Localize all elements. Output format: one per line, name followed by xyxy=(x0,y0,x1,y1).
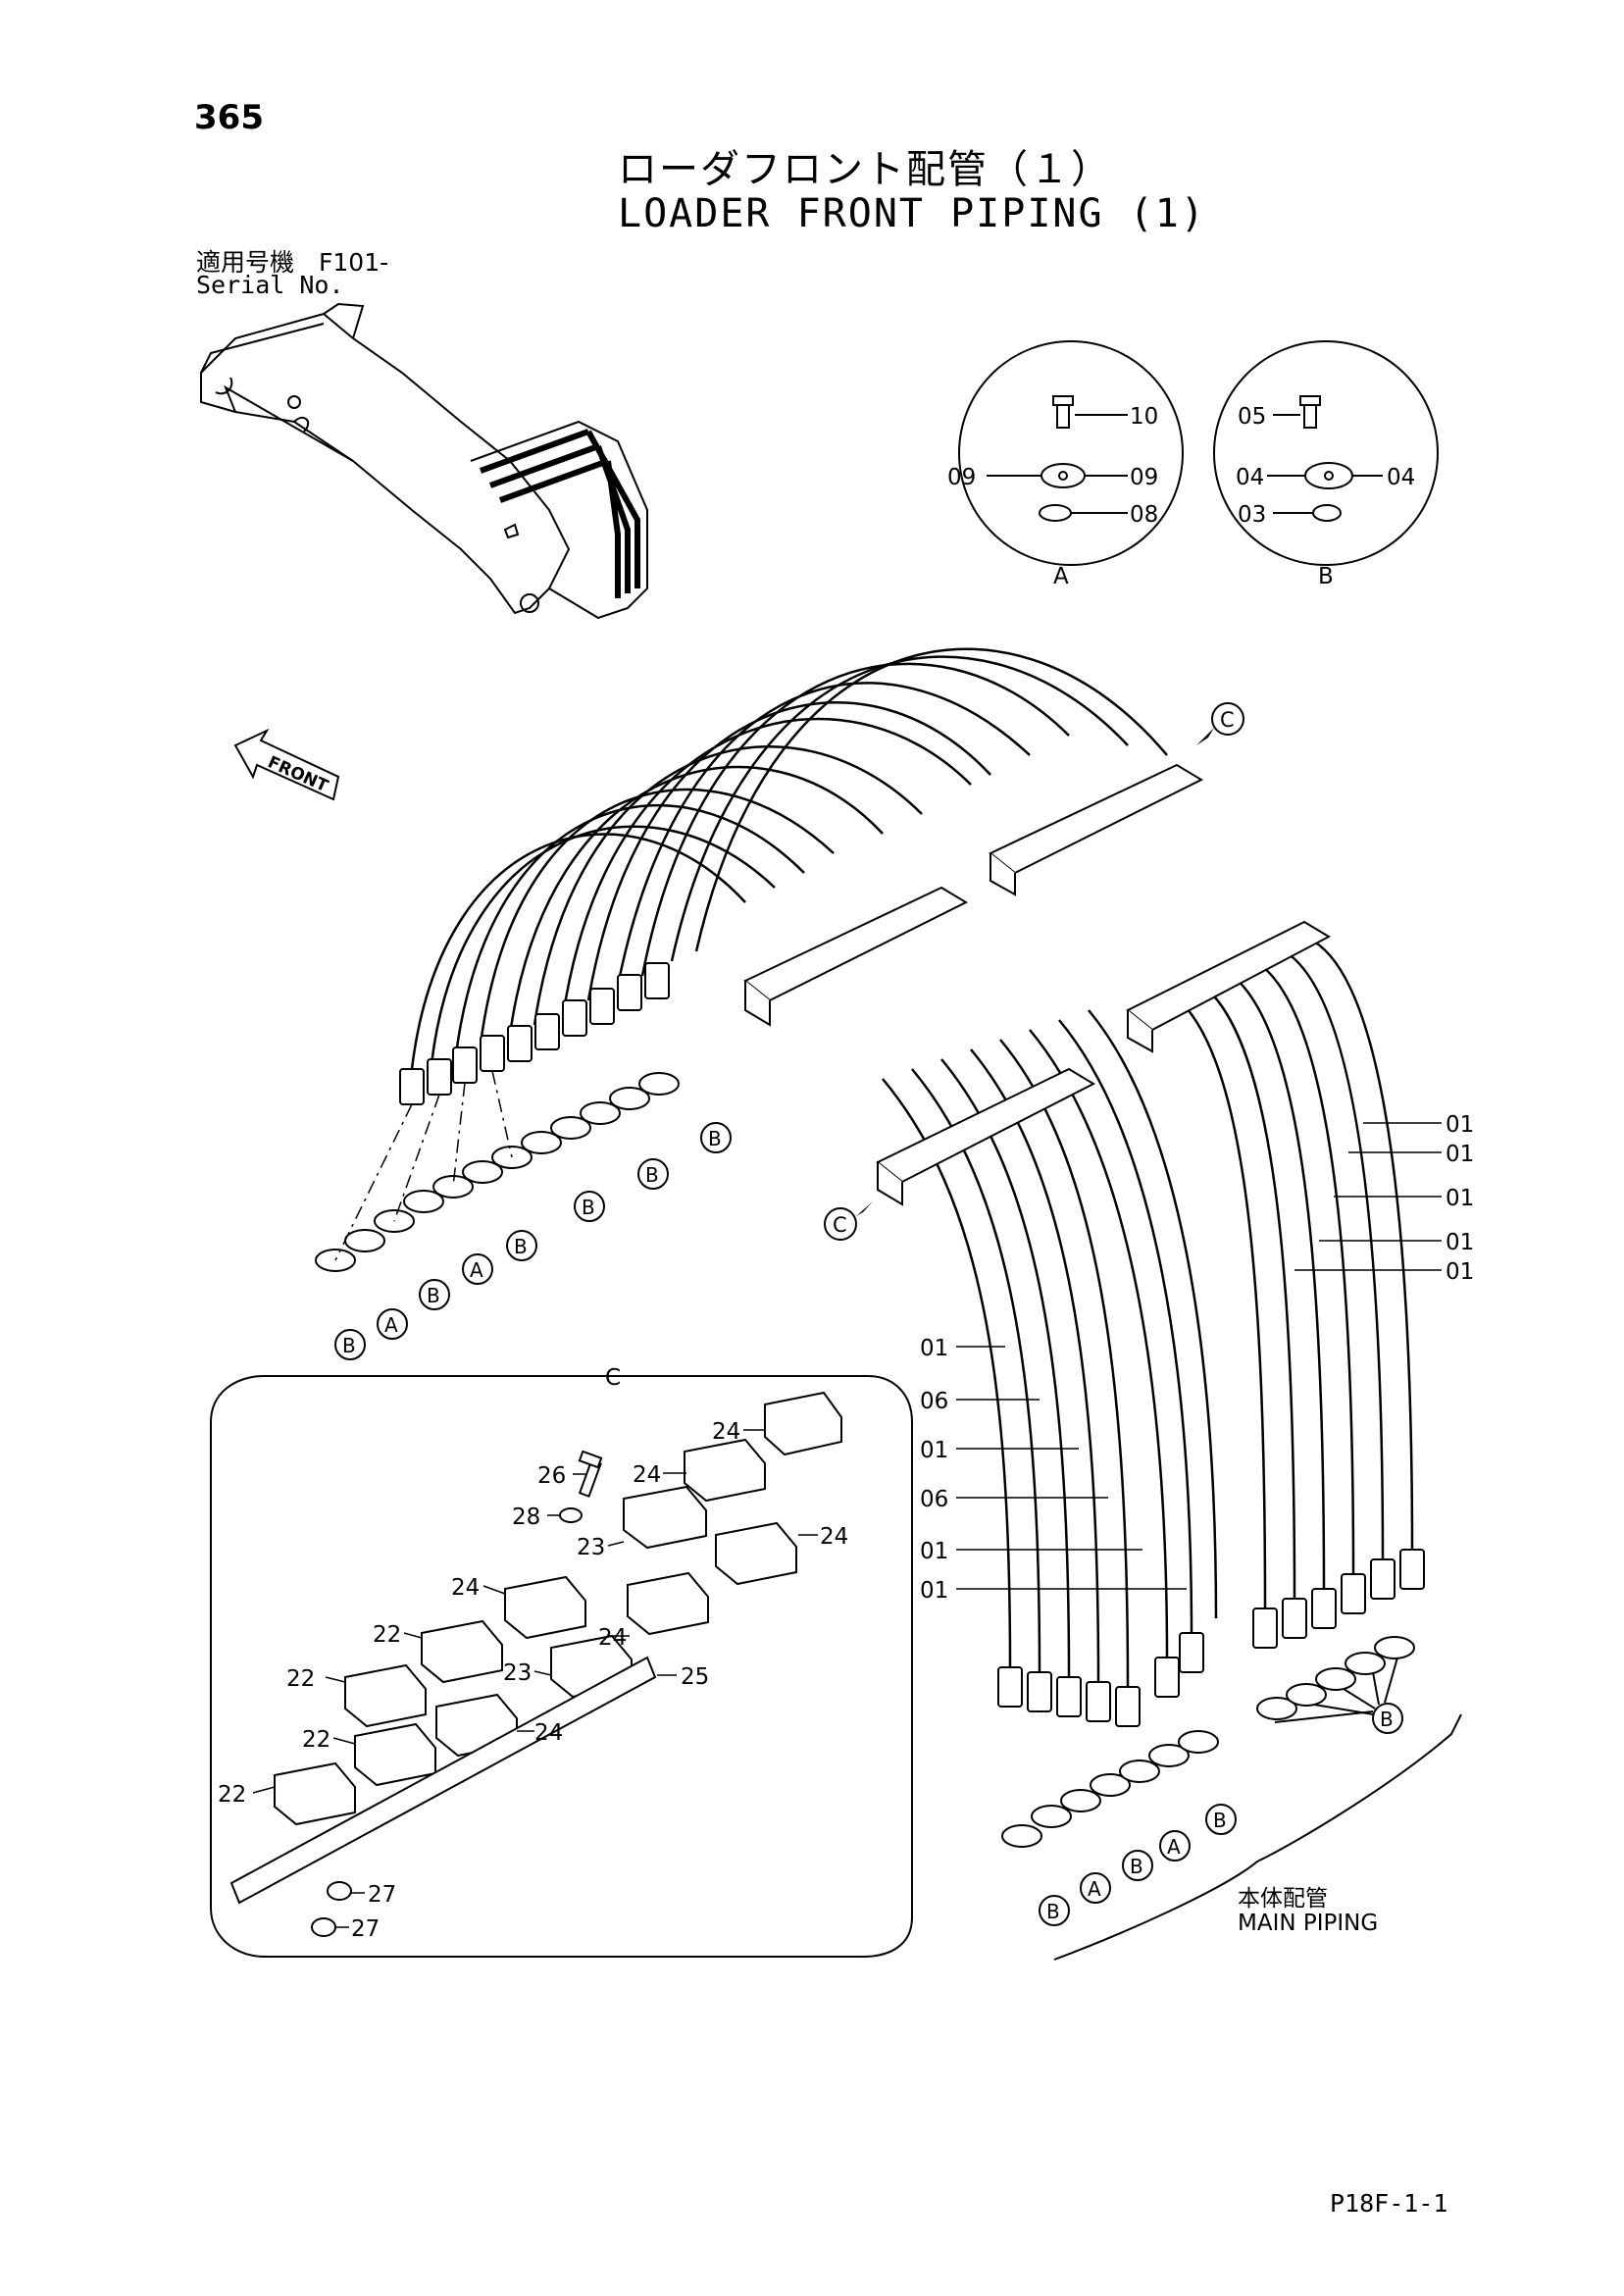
right-hose-label-3: 01 xyxy=(1446,1186,1474,1211)
marker-a-1: A xyxy=(384,1313,398,1337)
part-c-27-2: 27 xyxy=(351,1916,380,1942)
marker-b-9: B xyxy=(1213,1809,1227,1832)
part-a-09-right: 09 xyxy=(1130,465,1158,490)
detail-b-label: B xyxy=(1318,564,1334,589)
lower-hose-label-5: 01 xyxy=(920,1539,948,1564)
right-hose-leaders xyxy=(956,1122,1442,1590)
loader-arm-illustration xyxy=(200,302,648,620)
part-b-04-right: 04 xyxy=(1387,465,1415,490)
main-piping-japanese: 本体配管 xyxy=(1238,1886,1328,1912)
lower-fitting-markers xyxy=(1039,1703,1403,1926)
marker-a-3: A xyxy=(1088,1877,1101,1901)
title-japanese: ローダフロント配管（１） xyxy=(618,147,1112,192)
marker-b-2: B xyxy=(427,1284,440,1307)
part-a-08: 08 xyxy=(1130,502,1158,528)
upper-left-flanges xyxy=(315,1072,680,1272)
lower-right-flanges xyxy=(1001,1636,1415,1848)
svg-text:C: C xyxy=(1220,708,1235,732)
marker-arrows xyxy=(1274,1657,1398,1723)
part-c-22-3: 22 xyxy=(302,1727,330,1753)
part-c-27-1: 27 xyxy=(368,1882,396,1908)
part-c-24-1: 24 xyxy=(712,1419,740,1445)
marker-b-1: B xyxy=(342,1334,356,1357)
right-hose-label-4: 01 xyxy=(1446,1230,1474,1255)
marker-b-10: B xyxy=(1380,1708,1394,1731)
right-hose-label-1: 01 xyxy=(1446,1112,1474,1138)
detail-c-clamp-parts xyxy=(229,1391,842,1937)
part-b-03: 03 xyxy=(1238,502,1266,528)
detail-b-circle xyxy=(1213,340,1439,566)
main-piping-english: MAIN PIPING xyxy=(1238,1911,1379,1936)
detail-c-label: C xyxy=(605,1365,621,1391)
page-code: P18F-1-1 xyxy=(1330,2189,1448,2218)
hose-clamps xyxy=(743,763,1332,1206)
detail-a-label: A xyxy=(1053,564,1069,589)
page-number: 365 xyxy=(194,98,264,137)
clamp-marker-bottom: C xyxy=(824,1201,873,1241)
applicable-model-label: 適用号機 F101- xyxy=(196,248,389,277)
lower-hose-label-6: 01 xyxy=(920,1578,948,1604)
lower-hose-label-2: 06 xyxy=(920,1389,948,1414)
part-a-10: 10 xyxy=(1130,404,1158,430)
upper-fitting-markers xyxy=(334,1122,732,1360)
part-c-28: 28 xyxy=(512,1505,540,1530)
detail-c-leaders xyxy=(252,1429,818,1928)
lower-hose-label-1: 01 xyxy=(920,1336,948,1361)
lower-hose-label-4: 06 xyxy=(920,1487,948,1512)
title-english: LOADER FRONT PIPING (1) xyxy=(618,191,1206,236)
part-c-26: 26 xyxy=(537,1463,566,1489)
part-a-09-left: 09 xyxy=(947,465,976,490)
marker-b-4: B xyxy=(582,1196,595,1219)
part-c-25: 25 xyxy=(681,1664,709,1690)
part-c-24-3: 24 xyxy=(820,1524,848,1550)
marker-a-4: A xyxy=(1167,1835,1181,1859)
part-c-23-1: 23 xyxy=(577,1535,605,1560)
right-hose-label-2: 01 xyxy=(1446,1142,1474,1167)
part-c-24-6: 24 xyxy=(534,1720,563,1746)
detail-c-box xyxy=(210,1375,913,1958)
upper-left-hose-fittings xyxy=(399,962,670,1105)
clamp-marker-top: C xyxy=(1196,702,1244,745)
hose-bundle-arches xyxy=(410,647,1414,1688)
main-piping-brace xyxy=(1053,1713,1462,1961)
serial-no-label: Serial No. xyxy=(196,271,344,299)
marker-a-2: A xyxy=(470,1258,483,1282)
part-c-24-2: 24 xyxy=(633,1462,661,1488)
marker-b-3: B xyxy=(514,1235,528,1258)
part-c-23-2: 23 xyxy=(503,1660,532,1686)
upper-left-center-lines xyxy=(334,1070,513,1261)
part-b-04-left: 04 xyxy=(1236,465,1264,490)
marker-b-6: B xyxy=(708,1127,722,1150)
front-direction-arrow xyxy=(233,728,340,801)
part-c-24-4: 24 xyxy=(598,1625,627,1651)
lower-right-hose-fittings xyxy=(997,1549,1425,1727)
part-c-22-1: 22 xyxy=(373,1622,401,1648)
marker-b-5: B xyxy=(645,1163,659,1187)
part-c-22-4: 22 xyxy=(218,1782,246,1808)
svg-text:C: C xyxy=(833,1213,847,1237)
lower-hose-label-3: 01 xyxy=(920,1438,948,1463)
detail-a-circle xyxy=(958,340,1184,566)
right-hose-label-5: 01 xyxy=(1446,1259,1474,1285)
part-c-22-2: 22 xyxy=(286,1666,315,1692)
part-b-05: 05 xyxy=(1238,404,1266,430)
part-c-24-5: 24 xyxy=(451,1575,480,1601)
marker-b-7: B xyxy=(1046,1900,1060,1923)
marker-b-8: B xyxy=(1130,1855,1143,1878)
